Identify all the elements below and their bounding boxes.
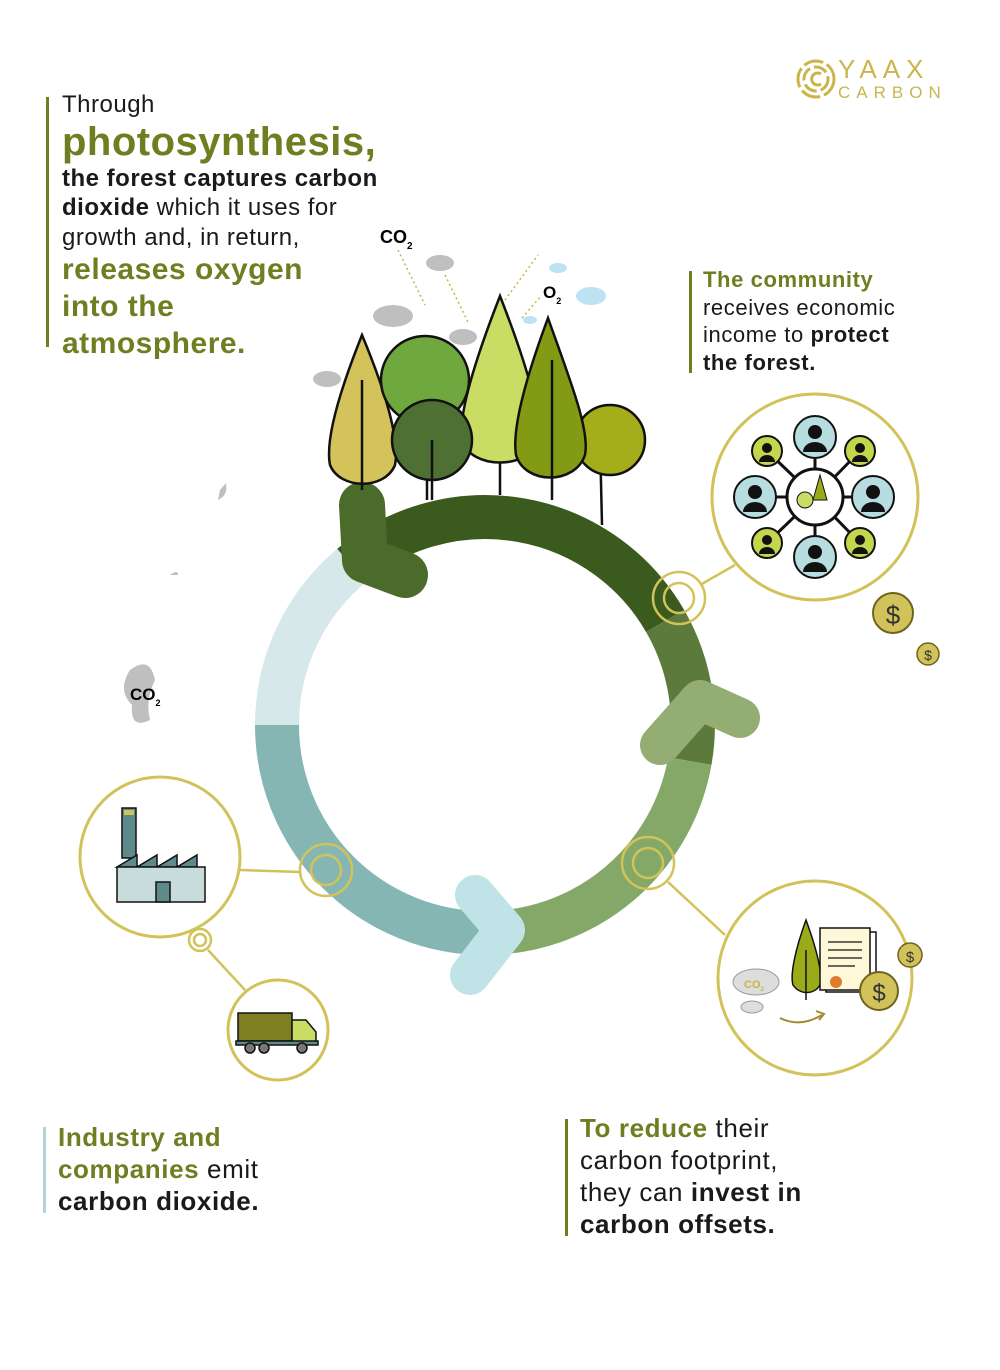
text-span: invest in: [690, 1176, 802, 1207]
text-span: companies: [58, 1153, 200, 1184]
co2-label-top: CO2: [380, 227, 413, 252]
arrow-industry-icon: [450, 875, 525, 995]
arrow-forest-icon: [339, 482, 428, 598]
svg-text:$: $: [886, 600, 901, 630]
text-line: Industry and: [58, 1122, 222, 1152]
carbon-offset-certificate-icon: CO2 $ $: [716, 879, 923, 1077]
node-ring-community: [651, 570, 707, 626]
accent-bar-photosynthesis: [46, 97, 49, 347]
logo-text-carbon: CARBON: [838, 83, 947, 102]
yaax-carbon-logo: YAAX CARBON: [838, 56, 947, 101]
text-line: carbon footprint,: [580, 1144, 779, 1175]
arrow-community-icon: [640, 680, 760, 765]
text-line: photosynthesis,: [62, 119, 377, 164]
text-span: dioxide: [62, 194, 150, 222]
community-network-icon: [710, 392, 920, 602]
truck-icon: [226, 978, 330, 1082]
text-line: The community: [703, 267, 874, 292]
text-line: the forest.: [703, 349, 816, 375]
text-span: their: [707, 1113, 770, 1143]
factory-icon: [78, 775, 242, 939]
text-line: growth and, in return,: [62, 223, 300, 251]
text-line: releases oxygen: [62, 253, 303, 287]
offsets-text-block: To reduce their carbon footprint, they c…: [580, 1113, 802, 1241]
svg-text:$: $: [924, 647, 932, 663]
cloud-icons: [123, 255, 477, 723]
forest-trees-icon: [327, 292, 647, 526]
community-text-block: The community receives economic income t…: [703, 266, 895, 376]
text-span: emit: [199, 1153, 259, 1184]
text-line: atmosphere.: [62, 326, 246, 360]
text-line: carbon offsets.: [580, 1208, 776, 1239]
svg-text:CO2: CO2: [744, 979, 765, 993]
text-line: carbon dioxide.: [58, 1185, 260, 1216]
ring-segment-emissions: [255, 548, 366, 726]
coin-icons: $ $: [872, 592, 940, 666]
accent-bar-industry: [43, 1127, 46, 1213]
cycle-ring: [255, 495, 715, 955]
ring-segment-offsets: [484, 756, 712, 955]
accent-bar-offsets: [565, 1119, 568, 1236]
industry-text-block: Industry and companies emit carbon dioxi…: [58, 1122, 259, 1218]
text-line: Through: [62, 91, 155, 118]
text-line: receives economic: [703, 294, 896, 320]
node-ring-offsets: [620, 835, 676, 891]
ring-segment-forest: [337, 495, 685, 633]
text-span: protect: [810, 322, 890, 347]
text-span: which it uses for: [149, 194, 338, 222]
text-span: income to: [703, 322, 811, 347]
logo-text-yaax: YAAX: [838, 54, 930, 84]
ring-segment-industry: [255, 724, 486, 955]
o2-label: O2: [543, 283, 561, 306]
text-span: they can: [580, 1176, 691, 1207]
text-span: To reduce: [580, 1113, 708, 1143]
accent-bar-community: [689, 271, 692, 373]
svg-text:$: $: [906, 949, 915, 966]
text-line: the forest captures carbon: [62, 164, 378, 192]
svg-text:$: $: [872, 980, 885, 1007]
text-line: into the: [62, 289, 175, 323]
photosynthesis-text-block: Through photosynthesis, the forest captu…: [62, 90, 378, 363]
co2-label-left: CO2: [130, 685, 161, 708]
logo-mark-icon: [796, 59, 836, 99]
node-ring-industry: [298, 842, 354, 898]
